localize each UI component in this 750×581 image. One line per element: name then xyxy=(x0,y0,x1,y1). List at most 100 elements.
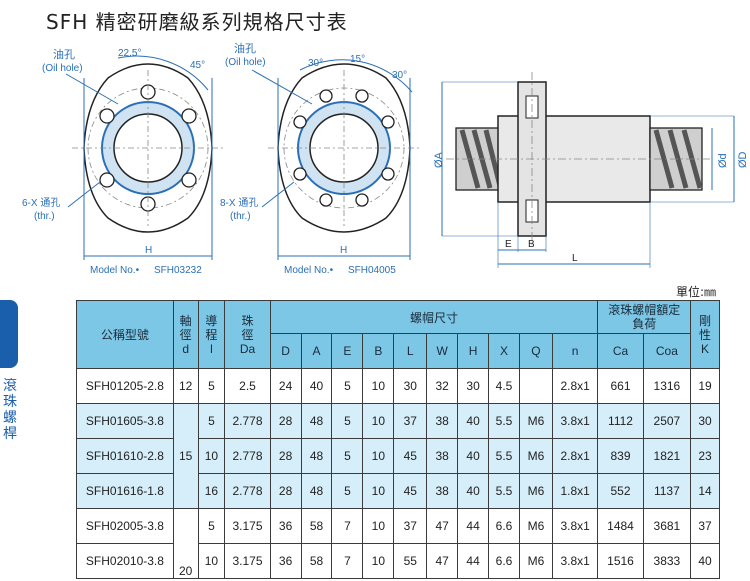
spec-table: 公稱型號 軸徑 d 導程 l 珠徑 Da 螺帽尺寸 滾珠螺帽額定負荷 剛性 K … xyxy=(76,300,720,579)
cell-n: 3.8x1 xyxy=(551,403,599,439)
cell-k: 14 xyxy=(690,473,720,509)
cell-b: 10 xyxy=(362,543,395,579)
header-shaft-diameter: 軸徑 d xyxy=(172,300,199,369)
cell-da: 3.175 xyxy=(224,508,271,544)
cell-k: 30 xyxy=(690,403,720,439)
cell-k: 19 xyxy=(690,368,720,404)
header-lead-text: 導程 xyxy=(205,313,218,342)
cell-q xyxy=(518,368,553,404)
cell-x: 5.5 xyxy=(488,473,520,509)
header-nut-col: L xyxy=(393,333,428,369)
dimension-l-label: L xyxy=(572,253,578,264)
dimension-e-label: E xyxy=(505,239,512,250)
header-model: 公稱型號 xyxy=(76,300,174,369)
through-hole-label-en: (thr.) xyxy=(230,211,251,222)
oil-hole-label-cn: 油孔 xyxy=(53,47,75,61)
cell-h: 44 xyxy=(457,543,490,579)
flange-drawing-8-hole: 油孔 (Oil hole) 30° 15° 30° 8-X 通孔 (thr.) … xyxy=(220,41,420,276)
cell-n: 1.8x1 xyxy=(551,473,599,509)
cell-da: 2.778 xyxy=(224,473,271,509)
header-ball-symbol: Da xyxy=(239,341,256,356)
cell-l: 16 xyxy=(197,473,226,509)
model-no-value: SFH03232 xyxy=(154,265,202,276)
header-nut-col: Q xyxy=(518,333,553,369)
header-load-rating: 滾珠螺帽額定負荷 xyxy=(597,300,692,334)
side-section-label: 滾珠螺桿 xyxy=(3,378,17,442)
cell-b: 10 xyxy=(362,473,395,509)
header-load-col: Ca xyxy=(597,333,644,369)
cell-model: SFH01205-2.8 xyxy=(76,368,174,404)
cell-w: 38 xyxy=(426,403,459,439)
cell-d: 12 xyxy=(172,368,199,404)
model-no-value: SFH04005 xyxy=(348,265,396,276)
cell-d: 28 xyxy=(269,403,302,439)
cell-ca: 552 xyxy=(597,473,644,509)
cell-q: M6 xyxy=(518,403,553,439)
cell-a: 48 xyxy=(300,403,333,439)
cell-ca: 661 xyxy=(597,368,644,404)
header-shaft-symbol: d xyxy=(182,341,190,356)
cell-e: 5 xyxy=(331,473,364,509)
cell-h: 44 xyxy=(457,508,490,544)
cell-coa: 3681 xyxy=(642,508,692,544)
header-ball-diameter: 珠徑 Da xyxy=(224,300,271,369)
cell-w: 47 xyxy=(426,543,459,579)
oil-hole-label-en: (Oil hole) xyxy=(42,63,83,74)
through-hole-label-cn: 6-X 通孔 xyxy=(22,197,60,209)
header-shaft-text: 軸徑 xyxy=(179,313,192,342)
page-title: SFH 精密研磨級系列規格尺寸表 xyxy=(46,10,348,34)
cell-e: 7 xyxy=(331,543,364,579)
cell-ca: 1484 xyxy=(597,508,644,544)
cell-b: 10 xyxy=(362,438,395,474)
angle-label: 45° xyxy=(190,60,205,71)
header-nut-col: E xyxy=(331,333,364,369)
dimension-b-label: B xyxy=(528,239,535,250)
cell-l: 10 xyxy=(197,438,226,474)
cell-e: 5 xyxy=(331,403,364,439)
cell-coa: 1137 xyxy=(642,473,692,509)
cell-l: 37 xyxy=(393,508,428,544)
side-section-tab xyxy=(0,300,18,368)
cell-a: 58 xyxy=(300,508,333,544)
cell-n: 3.8x1 xyxy=(551,543,599,579)
cell-k: 37 xyxy=(690,508,720,544)
cell-d: 15 xyxy=(172,403,199,509)
model-no-label: Model No.• xyxy=(90,265,140,276)
header-nut-col: A xyxy=(300,333,333,369)
cell-l: 55 xyxy=(393,543,428,579)
cell-b: 10 xyxy=(362,508,395,544)
angle-label: 30° xyxy=(392,70,407,81)
cell-x: 4.5 xyxy=(488,368,520,404)
cell-h: 40 xyxy=(457,403,490,439)
cell-w: 38 xyxy=(426,438,459,474)
dimension-a-label: ØA xyxy=(433,151,445,168)
cell-model: SFH02005-3.8 xyxy=(76,508,174,544)
cell-k: 40 xyxy=(690,543,720,579)
cell-n: 2.8x1 xyxy=(551,438,599,474)
header-nut-dimensions: 螺帽尺寸 xyxy=(269,300,599,334)
cell-ca: 1516 xyxy=(597,543,644,579)
cell-model: SFH01610-2.8 xyxy=(76,438,174,474)
header-nut-col: n xyxy=(551,333,599,369)
header-nut-col: H xyxy=(457,333,490,369)
cell-model: SFH02010-3.8 xyxy=(76,543,174,579)
cell-b: 10 xyxy=(362,403,395,439)
oil-hole-label-cn: 油孔 xyxy=(234,41,256,55)
cell-w: 47 xyxy=(426,508,459,544)
cell-l: 5 xyxy=(197,508,226,544)
unit-label: 單位:㎜ xyxy=(676,285,717,299)
cell-d: 20 xyxy=(172,508,199,579)
cell-l: 5 xyxy=(197,368,226,404)
cell-da: 2.778 xyxy=(224,438,271,474)
cell-x: 6.6 xyxy=(488,543,520,579)
cell-e: 5 xyxy=(331,368,364,404)
technical-drawings: 油孔 (Oil hole) 22.5° 45° 6-X 通孔 (thr.) H … xyxy=(22,41,749,276)
cell-l: 10 xyxy=(197,543,226,579)
through-hole-label-en: (thr.) xyxy=(34,211,55,222)
through-hole-label-cn: 8-X 通孔 xyxy=(220,197,258,209)
